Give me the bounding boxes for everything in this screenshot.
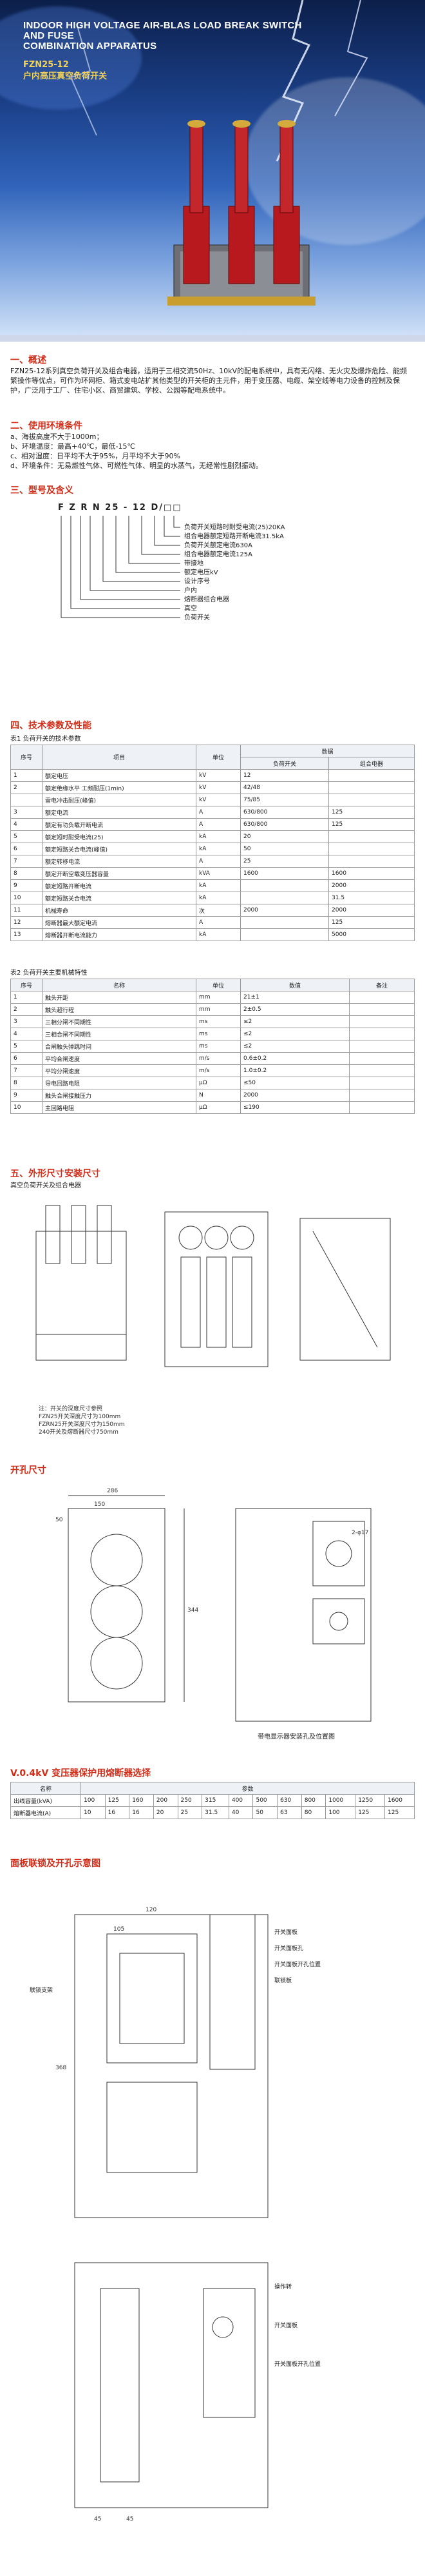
- dims-caption: 真空负荷开关及组合电器: [10, 1182, 81, 1189]
- svg-text:45: 45: [94, 2516, 101, 2522]
- model-meanings: 负荷开关短路时耐受电流(25)20KA 组合电器额定短路开断电流31.5kA 负…: [184, 524, 285, 621]
- section-hole-title: 开孔尺寸: [10, 1465, 46, 1476]
- hero-title: INDOOR HIGH VOLTAGE AIR-BLAS LOAD BREAK …: [23, 20, 302, 52]
- section-dims-title: 五、外形尺寸安装尺寸: [10, 1169, 100, 1179]
- table1-caption: 表1 负荷开关的技术参数: [10, 736, 81, 743]
- model-code: F Z R N 25 - 12 D/□□: [58, 503, 182, 512]
- hero-divider: [0, 335, 425, 342]
- svg-text:45: 45: [126, 2516, 133, 2522]
- svg-text:344: 344: [187, 1607, 198, 1614]
- svg-text:150: 150: [94, 1501, 105, 1508]
- hero-subtitle: FZN25-12 户内高压真空负荷开关: [23, 60, 108, 81]
- condition-item: d、环境条件：无易燃性气体、可燃性气体、明显的水蒸气，无经常性剧烈振动。: [10, 462, 263, 470]
- svg-text:50: 50: [55, 1517, 63, 1523]
- svg-text:联锁支架: 联锁支架: [30, 1986, 53, 1994]
- model-meaning-lines: [61, 516, 180, 618]
- section-conditions-title: 二、使用环境条件: [10, 421, 82, 431]
- svg-text:368: 368: [55, 2065, 66, 2071]
- svg-text:开关面板孔: 开关面板孔: [274, 1944, 303, 1952]
- svg-text:联锁板: 联锁板: [274, 1976, 292, 1984]
- lightning-icon: [70, 0, 368, 162]
- hero-banner: INDOOR HIGH VOLTAGE AIR-BLAS LOAD BREAK …: [0, 0, 425, 335]
- section-overview-title: 一、概述: [10, 355, 46, 366]
- section-tech-title: 四、技术参数及性能: [10, 721, 91, 731]
- svg-text:开关面板开孔位置: 开关面板开孔位置: [274, 2360, 321, 2368]
- table2-caption: 表2 负荷开关主要机械特性: [10, 970, 88, 977]
- section-panel-title: 面板联锁及开孔示意图: [10, 1859, 100, 1869]
- outline-drawing: [35, 1205, 391, 1367]
- svg-text:操作转: 操作转: [274, 2283, 292, 2290]
- svg-text:105: 105: [113, 1926, 124, 1933]
- hole-label-right: 带电显示器安装孔及位置图: [258, 1733, 335, 1741]
- condition-item: b、环境温度：最高+40℃，最低-15℃: [10, 442, 135, 451]
- svg-text:开关面板开孔位置: 开关面板开孔位置: [274, 1960, 321, 1968]
- product-image: [167, 120, 316, 306]
- svg-text:开关面板: 开关面板: [274, 1928, 298, 1936]
- conditions-list: a、海拔高度不大于1000m； b、环境温度：最高+40℃，最低-15℃ c、相…: [10, 432, 410, 471]
- hole-drawing: 286 150 50 344 2-φ17: [55, 1488, 372, 1722]
- panel-drawing: 开关面板 开关面板孔 开关面板开孔位置 联锁板 联锁支架 操作转 开关面板 开关…: [30, 1907, 321, 2522]
- condition-item: c、相对湿度：日平均不大于95%，月平均不大于90%: [10, 452, 180, 460]
- svg-text:286: 286: [107, 1488, 118, 1494]
- svg-text:开关面板: 开关面板: [274, 2321, 298, 2329]
- svg-text:2-φ17: 2-φ17: [352, 1530, 368, 1536]
- section-fuse-title: V.0.4kV 变压器保护用熔断器选择: [10, 1768, 151, 1779]
- overview-text: FZN25-12系列真空负荷开关及组合电器，适用于三相交流50Hz、10kV的配…: [10, 367, 407, 395]
- svg-text:120: 120: [146, 1907, 156, 1913]
- section-model-title: 三、型号及含义: [10, 485, 73, 496]
- condition-item: a、海拔高度不大于1000m；: [10, 433, 104, 441]
- dims-notes: 注：开关的深度尺寸参照 FZN25开关深度尺寸为100mm FZRN25开关深度…: [39, 1406, 125, 1436]
